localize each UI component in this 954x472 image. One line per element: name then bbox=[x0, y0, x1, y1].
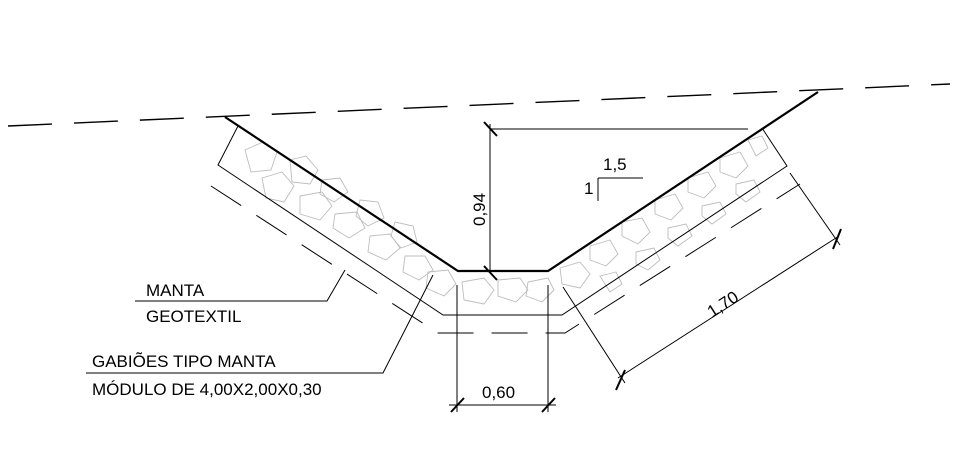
geotextile-label-line1: MANTA bbox=[146, 281, 205, 300]
excavation-profile bbox=[224, 91, 819, 273]
slope-indicator bbox=[597, 177, 643, 201]
gabion-mattress-outline bbox=[217, 125, 788, 316]
geotextile-line bbox=[210, 183, 801, 334]
slope-length-label: 1,70 bbox=[704, 287, 742, 321]
gabion-label-line2: MÓDULO DE 4,00X2,00X0,30 bbox=[92, 380, 322, 399]
slope-horizontal-label: 1,5 bbox=[603, 155, 627, 174]
bottom-width-label: 0,60 bbox=[482, 383, 515, 402]
depth-dimension bbox=[483, 121, 748, 281]
gabion-label-line1: GABIÕES TIPO MANTA bbox=[92, 352, 276, 371]
bottom-width-dimension bbox=[449, 285, 556, 413]
geotextile-leader bbox=[135, 269, 346, 302]
slope-vertical-label: 1 bbox=[584, 179, 593, 198]
terrain-line bbox=[7, 83, 951, 127]
slope-length-dimension bbox=[562, 172, 842, 391]
geotextile-label-line2: GEOTEXTIL bbox=[146, 307, 241, 326]
depth-dimension-label: 0,94 bbox=[470, 193, 489, 226]
gabion-leader bbox=[86, 274, 434, 374]
gabion-rock-fill bbox=[244, 135, 769, 305]
